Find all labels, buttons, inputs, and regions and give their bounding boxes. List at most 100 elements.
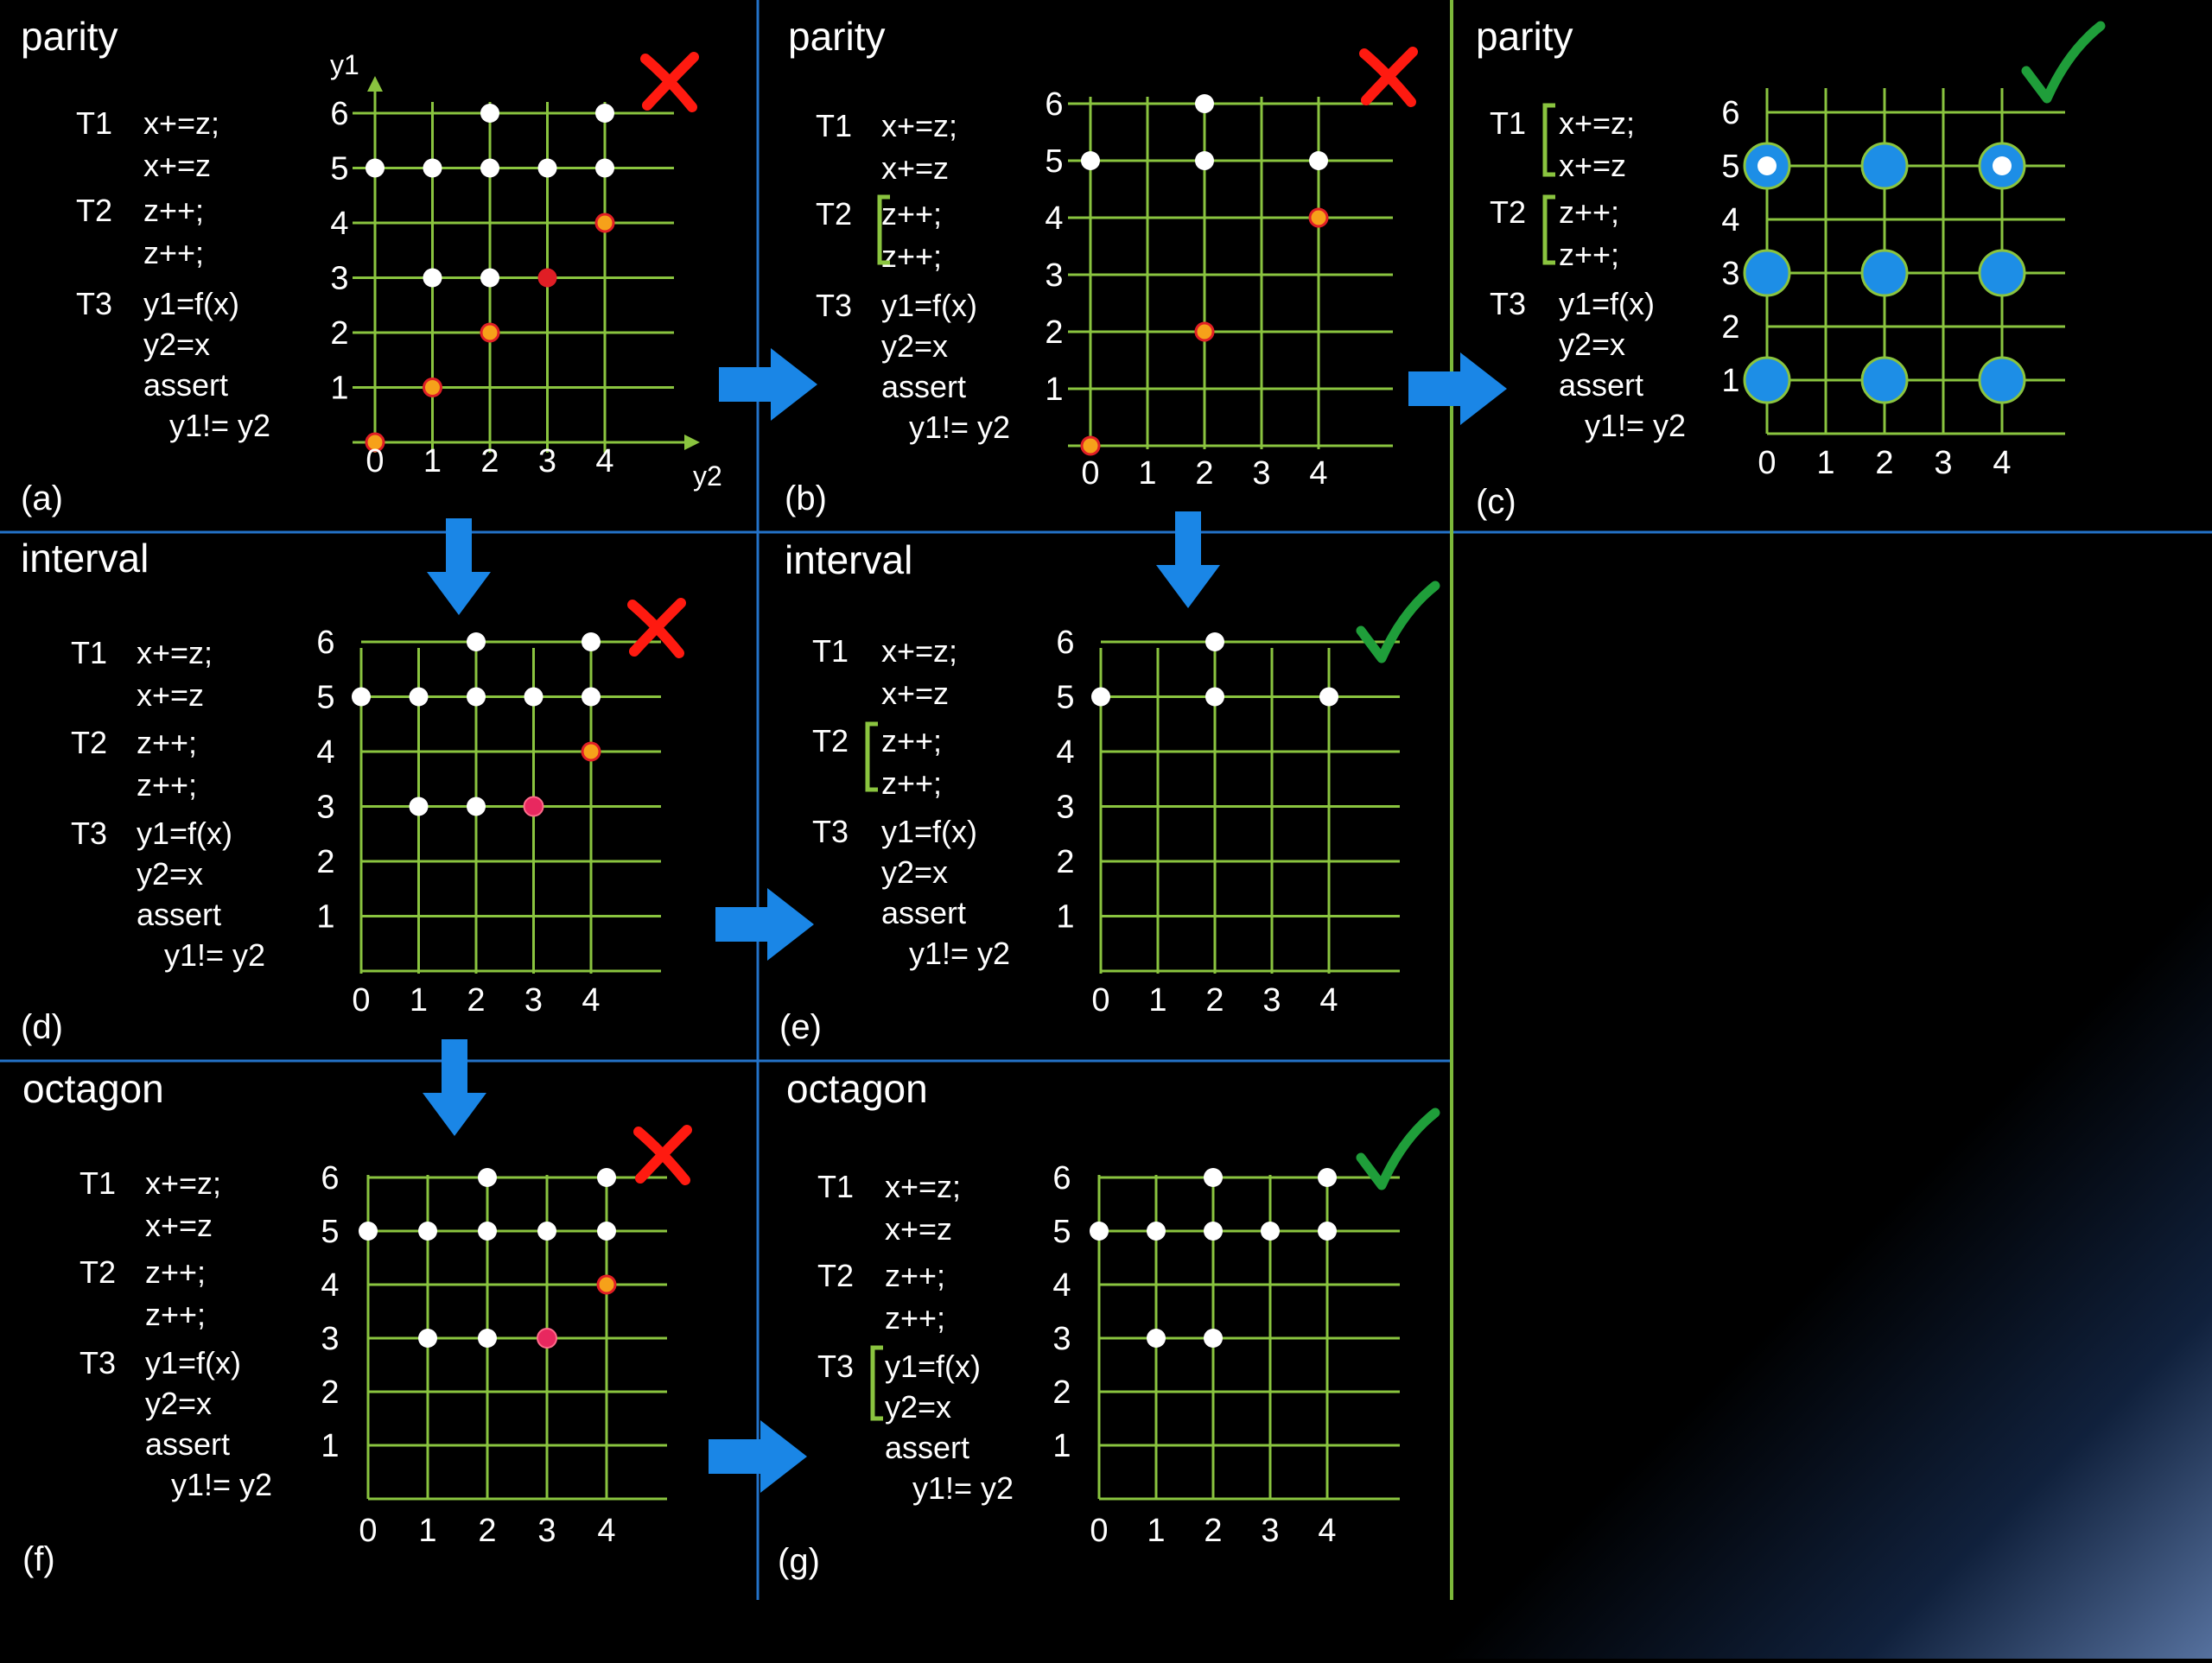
y-tick-label: 6 <box>1056 625 1074 661</box>
atomic-bracket-t2 <box>865 721 878 792</box>
y-tick-label: 5 <box>1045 143 1063 180</box>
panel-c-code: T1 x+=z; x+=z T2 z++; z++; T3 y1=f(x) y2… <box>1490 105 1686 443</box>
x-axis-title: y2 <box>693 460 722 492</box>
panel-a-code: T1 x+=z; x+=z T2 z++; z++; T3 y1=f(x) y2… <box>76 105 270 443</box>
code-line: assert <box>145 1426 230 1462</box>
panel-g: octagon (g) T1 x+=z; x+=z T2 z++; z++; T… <box>778 1066 1440 1580</box>
y-tick-label: 4 <box>321 1267 339 1304</box>
x-tick-label: 0 <box>1091 982 1109 1019</box>
code-line: z++; <box>885 1300 945 1336</box>
y-tick-label: 2 <box>321 1374 339 1411</box>
panel-e-code: T1 x+=z; x+=z T2 z++; z++; T3 y1=f(x) y2… <box>812 633 1010 971</box>
atomic-bracket-t1 <box>1542 103 1555 177</box>
code-t1-label: T1 <box>816 108 852 143</box>
code-t3-label: T3 <box>71 816 107 851</box>
y-axis-title: y1 <box>330 49 359 80</box>
y-tick-label: 6 <box>330 96 348 132</box>
code-t1-label: T1 <box>79 1165 116 1201</box>
code-t3-label: T3 <box>79 1345 116 1381</box>
code-line: y2=x <box>137 856 203 892</box>
x-tick-label: 1 <box>1148 982 1166 1019</box>
code-line: z++; <box>137 725 197 760</box>
code-line: y1=f(x) <box>885 1349 981 1384</box>
y-tick-label: 1 <box>1045 371 1063 408</box>
y-tick-label: 4 <box>1056 734 1074 771</box>
code-line: y1=f(x) <box>143 286 239 321</box>
y-tick-label: 2 <box>1045 314 1063 351</box>
spurious-state-point <box>581 741 601 762</box>
code-line: x+=z <box>137 677 204 713</box>
x-tick-label: 3 <box>1252 455 1270 492</box>
panel-e-label: (e) <box>779 1008 822 1046</box>
code-line: assert <box>143 367 228 403</box>
reachable-state-point <box>1261 1222 1280 1241</box>
arrow-right-a-to-b <box>719 348 817 421</box>
x-tick-label: 3 <box>524 982 543 1019</box>
y-tick-label: 5 <box>330 151 348 187</box>
y-tick-label: 5 <box>321 1214 339 1250</box>
y-tick-label: 4 <box>1721 202 1739 238</box>
reachable-state-point <box>1205 687 1224 707</box>
panel-c-domain-title: parity <box>1476 14 1573 59</box>
reachable-state-point <box>467 632 486 651</box>
panel-e-domain-title: interval <box>785 537 912 582</box>
reachable-state-point <box>1195 94 1214 113</box>
code-line: x+=z; <box>885 1169 961 1204</box>
y-tick-label: 6 <box>316 625 334 661</box>
cross-mark-icon <box>640 52 699 112</box>
x-tick-label: 3 <box>538 443 556 479</box>
reachable-state-point <box>1318 1222 1337 1241</box>
code-t1-label: T1 <box>817 1169 854 1204</box>
reachable-state-point <box>480 268 499 288</box>
y-tick-label: 1 <box>1721 363 1739 399</box>
parity-region-circle <box>1743 249 1791 297</box>
reachable-state-point <box>478 1329 497 1348</box>
x-tick-label: 4 <box>582 982 600 1019</box>
code-line: x+=z <box>145 1208 213 1243</box>
reachable-state-point <box>537 1222 556 1241</box>
code-line: z++; <box>881 238 942 274</box>
x-tick-label: 1 <box>1138 455 1156 492</box>
reachable-state-point <box>1758 156 1777 175</box>
code-line: y1=f(x) <box>1559 286 1655 321</box>
code-t1-label: T1 <box>71 635 107 670</box>
x-tick-label: 0 <box>1090 1513 1108 1549</box>
code-line: x+=z <box>1559 148 1626 183</box>
y-tick-label: 2 <box>330 315 348 352</box>
code-line: x+=z <box>885 1211 952 1247</box>
reachable-state-point <box>409 797 429 816</box>
code-line: z++; <box>145 1297 206 1332</box>
reachable-state-point <box>1081 151 1100 170</box>
panel-f-code: T1 x+=z; x+=z T2 z++; z++; T3 y1=f(x) y2… <box>79 1165 272 1502</box>
reachable-state-point <box>597 1222 616 1241</box>
x-tick-label: 3 <box>1262 982 1281 1019</box>
panel-b-label: (b) <box>785 479 827 517</box>
spurious-state-point <box>1194 321 1215 342</box>
y-tick-label: 5 <box>1721 149 1739 185</box>
spurious-state-point <box>1080 435 1101 456</box>
reachable-state-point <box>1090 1222 1109 1241</box>
x-tick-label: 1 <box>410 982 428 1019</box>
grid <box>1097 1175 1400 1501</box>
panel-b-code: T1 x+=z; x+=z T2 z++; z++; T3 y1=f(x) y2… <box>816 108 1010 445</box>
code-line: x+=z; <box>145 1165 221 1201</box>
spurious-state-point <box>596 1274 617 1295</box>
reachable-state-point <box>423 268 442 288</box>
code-line: assert <box>885 1430 969 1465</box>
y-tick-label: 1 <box>316 899 334 936</box>
grid <box>366 1175 667 1501</box>
x-tick-label: 4 <box>1309 455 1327 492</box>
panel-d-domain-title: interval <box>21 536 149 581</box>
code-line: x+=z <box>881 150 949 186</box>
code-t3-label: T3 <box>76 286 112 321</box>
x-tick-label: 1 <box>1147 1513 1165 1549</box>
error-state-point <box>537 268 557 288</box>
code-t2-label: T2 <box>71 725 107 760</box>
reachable-state-point <box>537 158 557 178</box>
x-tick-label: 0 <box>1758 445 1776 481</box>
reachable-state-point <box>1195 151 1214 170</box>
